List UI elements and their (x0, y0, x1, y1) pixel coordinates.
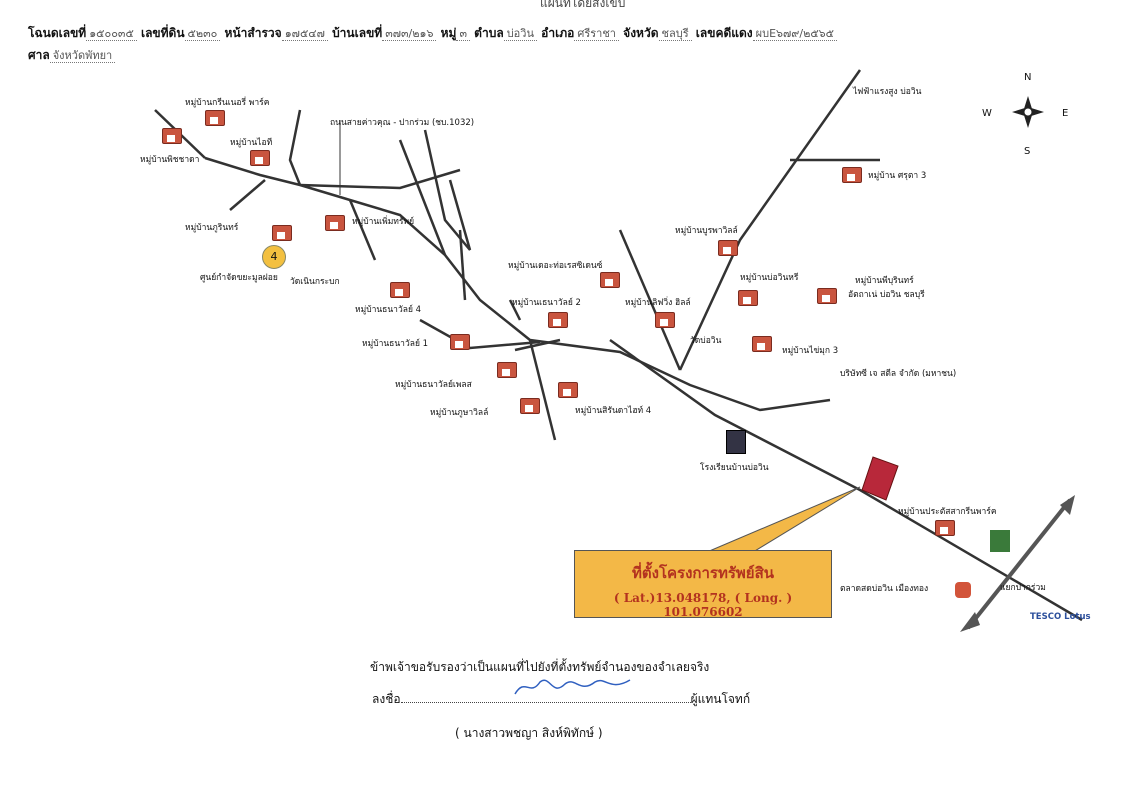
page-title: แผนที่โดยสังเขป (540, 0, 626, 10)
case-value: ผบE๖๗๙/๒๕๖๕ (752, 27, 837, 41)
property-marker (861, 456, 899, 501)
map-label: หมู่บ้านธนาวัลย์ 1 (362, 339, 429, 349)
arrow-head-ne (1060, 495, 1075, 515)
tambon-value: บ่อวิน (503, 27, 537, 41)
map-label: วัดเนินกระบก (290, 277, 340, 287)
callout-title: ที่ตั้งโครงการทรัพย์สิน (631, 564, 775, 582)
house-icon (250, 150, 270, 166)
house-icon (817, 288, 837, 304)
house-icon (390, 282, 410, 298)
house-icon (718, 240, 738, 256)
land-value: ๕๒๓๐ (184, 27, 221, 41)
house-icon (738, 290, 758, 306)
case-label: เลขคดีแดง (695, 26, 753, 40)
house-icon (548, 312, 568, 328)
deed-value: ๑๕๐๐๓๕ (86, 27, 137, 41)
map-label: หมู่บ้านพิชชาดา (140, 155, 200, 165)
map-label: แยกปากร่วม (1000, 583, 1046, 593)
signer-role: ผู้แทนโจทก์ (690, 692, 751, 706)
moo-label: หมู่ (440, 26, 457, 40)
house-icon (497, 362, 517, 378)
map-label: หมู่บ้านเธนาวัลย์ 2 (512, 298, 581, 308)
moo-value: ๓ (456, 27, 470, 41)
survey-value: ๑๗๕๔๗ (281, 27, 328, 41)
house-label: บ้านเลขที่ (332, 26, 383, 40)
map-label: ศูนย์กำจัดขยะมูลฝอย (200, 273, 278, 283)
location-marker-4: 4 (262, 245, 286, 269)
map-label: อัตถาเน่ บ่อวิน ชลบุรี (848, 290, 925, 300)
map-label: หมู่บ้านลิฟวิ่ง ฮิลล์ (625, 298, 691, 308)
amphoe-value: ศรีราชา (574, 27, 619, 41)
certification-text: ข้าพเจ้าขอรับรองว่าเป็นแผนที่ไปยังที่ตั้… (370, 660, 710, 674)
house-icon (205, 110, 225, 126)
province-value: ชลบุรี (658, 27, 692, 41)
map-label: หมู่บ้านกรีนเนอรี่ พาร์ค (185, 98, 270, 108)
signature-line: ลงชื่อ ผู้แทนโจทก์ (372, 690, 750, 709)
store-logo-icon (990, 530, 1010, 552)
house-icon (162, 128, 182, 144)
map-label: หมู่บ้านภูษาวิลล์ (430, 408, 489, 418)
map-label: หมู่บ้านธนาวัลย์เพลส (395, 380, 472, 390)
compass-east: E (1062, 108, 1069, 119)
house-icon (935, 520, 955, 536)
map-label: บริษัทซี เจ สตีล จำกัด (มหาชน) (840, 369, 957, 379)
court-value: จังหวัดพัทยา (49, 49, 116, 63)
header-line-1: โฉนดเลขที่๑๕๐๐๓๕ เลขที่ดิน๕๒๓๐ หน้าสำรวจ… (28, 24, 837, 43)
map-label: ไฟฟ้าแรงสูง บ่อวิน (853, 87, 922, 97)
map-label: หมู่บ้านสิรันดาไฮท์ 4 (575, 406, 652, 416)
signature (514, 679, 631, 695)
map-label: หมู่บ้านธนาวัลย์ 4 (355, 305, 422, 315)
map-label: หมู่บ้านประตัสสากรีนพาร์ค (898, 507, 997, 517)
house-icon (752, 336, 772, 352)
house-icon (600, 272, 620, 288)
header-line-2: ศาลจังหวัดพัทยา (28, 46, 116, 65)
compass-west: W (982, 108, 992, 119)
deed-label: โฉนดเลขที่ (28, 26, 87, 40)
court-label: ศาล (28, 48, 50, 62)
house-icon (450, 334, 470, 350)
map-label: ถนนสายค่าวคุณ - ปากร่วม (ชบ.1032) (330, 118, 475, 128)
map-label: หมู่บ้านพีบุรินทร์ (855, 276, 914, 286)
compass-north: N (1024, 72, 1032, 83)
compass-south: S (1024, 146, 1031, 157)
arrow-head-sw (960, 612, 980, 632)
callout-coordinates: ( Lat.)13.048178, ( Long. ) 101.076602 (613, 591, 793, 619)
map-label: หมู่บ้านไข่มุก 3 (782, 346, 839, 356)
house-icon (272, 225, 292, 241)
land-label: เลขที่ดิน (140, 26, 185, 40)
map-label: หมู่บ้านเพิ่มทรัพย์ (352, 217, 415, 227)
house-icon (842, 167, 862, 183)
house-icon (325, 215, 345, 231)
map-label: หมู่บ้านบ่อวินหรี (740, 273, 799, 283)
map-label: ตลาดสดบ่อวิน เมืองทอง (840, 584, 929, 594)
map-label: หมู่บ้าน ศรุตา 3 (868, 171, 927, 181)
house-icon (520, 398, 540, 414)
school-icon (726, 430, 746, 454)
province-label: จังหวัด (623, 26, 659, 40)
sign-label: ลงชื่อ (372, 692, 401, 706)
house-icon (655, 312, 675, 328)
map-label: หมู่บ้านเดอะท่อเรสซิเดนซ์ (508, 261, 603, 271)
map-label: วัดบ่อวิน (690, 336, 722, 346)
market-icon (955, 582, 971, 598)
highway-arrow (966, 498, 1072, 630)
house-value: ๓๗๓/๒๑๖ (382, 27, 437, 41)
compass-rose (1012, 96, 1044, 128)
tesco-lotus-logo: TESCO Lotus (1030, 612, 1091, 622)
map-label: หมู่บ้านภูรินทร์ (185, 223, 239, 233)
house-icon (558, 382, 578, 398)
tambon-label: ตำบล (474, 26, 504, 40)
survey-label: หน้าสำรวจ (224, 26, 282, 40)
roads (154, 69, 1083, 622)
property-callout: ที่ตั้งโครงการทรัพย์สิน ( Lat.)13.048178… (574, 550, 832, 619)
map-label: หมู่บ้านไอที (230, 138, 273, 148)
signer-name: ( นางสาวพชญา สิงห์พิทักษ์ ) (455, 726, 603, 740)
map-label: โรงเรียนบ้านบ่อวิน (700, 463, 769, 473)
map-label: หมู่บ้านบูรพาวิลล์ (675, 226, 738, 236)
amphoe-label: อำเภอ (541, 26, 575, 40)
